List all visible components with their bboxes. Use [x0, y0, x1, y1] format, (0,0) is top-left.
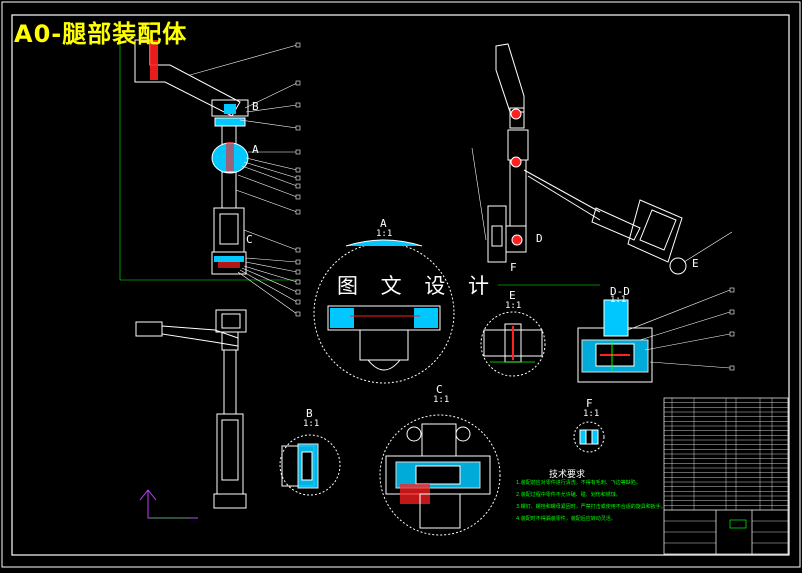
technical-note: 4.装配时不得漏装零件，装配后应转动灵活。 — [516, 516, 616, 522]
section-dd-label: D-D — [610, 285, 630, 298]
technical-note: 2.装配过程中零件不允许磕、碰、划伤和锈蚀。 — [516, 492, 621, 498]
linkage-view — [471, 43, 733, 286]
detail-f-view — [573, 421, 605, 453]
section-dd-view — [577, 287, 735, 383]
section-b-scale: 1:1 — [303, 419, 320, 429]
section-c-scale: 1:1 — [433, 395, 450, 405]
callout-a: A — [252, 143, 259, 156]
technical-note: 3.螺钉、螺栓和螺母紧固时，严禁打击或使用不合适的旋具和扳手。 — [516, 504, 666, 510]
callout-c: C — [246, 233, 253, 246]
callout-f: F — [510, 261, 517, 274]
title-block-mark — [729, 519, 747, 529]
detail-a-view — [313, 239, 455, 384]
main-assembly-view — [119, 35, 301, 317]
callout-e: E — [692, 257, 699, 270]
detail-c-view — [379, 414, 501, 536]
section-b-label: B — [306, 407, 313, 420]
section-e-label: E — [509, 289, 516, 302]
section-f-scale: 1:1 — [583, 409, 600, 419]
title-block — [663, 397, 789, 555]
technical-note: 1.装配前应对零件进行清洗，不得有毛刺、飞边等缺陷。 — [516, 480, 641, 486]
section-f-label: F — [586, 397, 593, 410]
detail-b-view — [279, 434, 341, 496]
inner-border — [11, 14, 790, 556]
section-c-label: C — [436, 383, 443, 396]
section-e-scale: 1:1 — [505, 301, 522, 311]
section-dd-scale: 1:1 — [610, 295, 627, 305]
callout-d: D — [536, 232, 543, 245]
callout-b: B — [252, 100, 259, 113]
watermark-text: 图 文 设 计 — [337, 274, 498, 298]
section-a-scale: 1:1 — [376, 229, 393, 239]
drawing-title: A0-腿部装配体 — [14, 20, 188, 48]
technical-notes-title: 技术要求 — [549, 470, 586, 480]
detail-e-view — [480, 311, 546, 377]
bottom-left-view — [135, 309, 247, 519]
section-a-label: A — [380, 217, 387, 230]
